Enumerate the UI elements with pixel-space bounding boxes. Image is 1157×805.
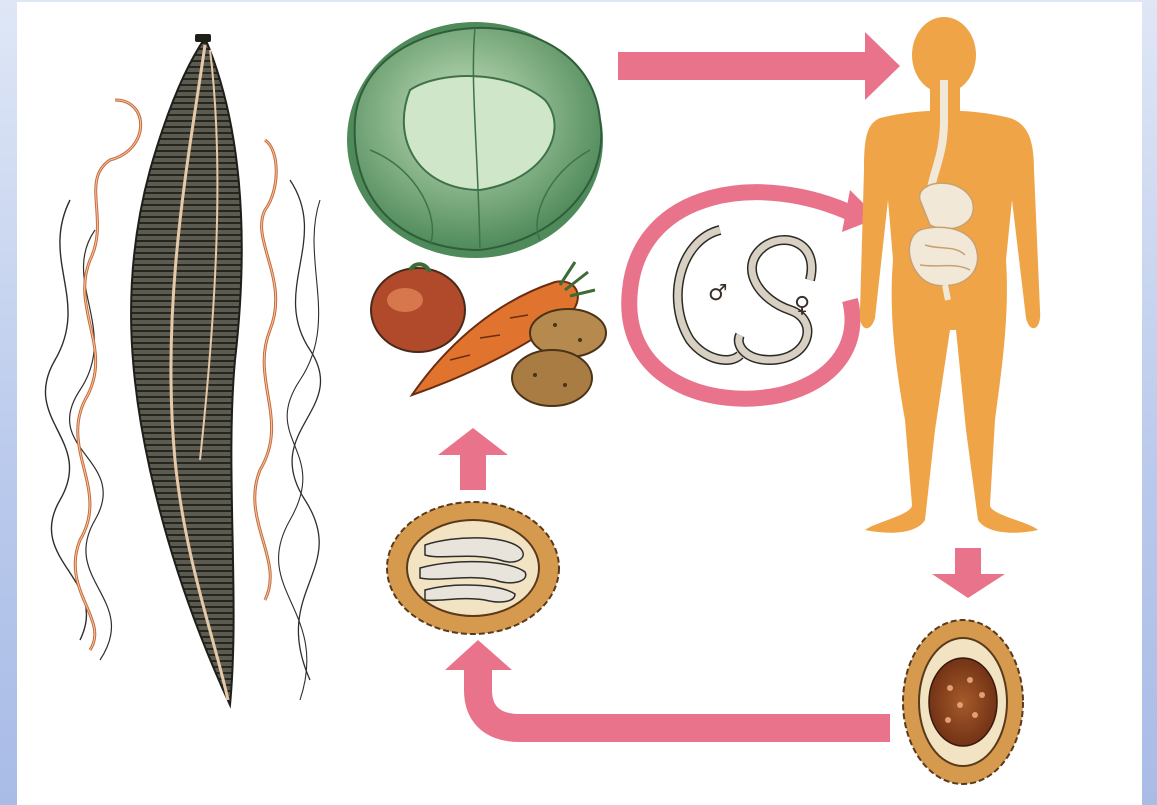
male-female-worms-icon: ♂ ♀ <box>678 230 812 360</box>
arrow-reinfection-loop <box>629 190 878 399</box>
tomato-icon <box>371 264 465 352</box>
human-body-icon <box>860 17 1040 533</box>
arrow-larva-to-food <box>438 428 508 490</box>
cabbage-icon <box>347 22 603 258</box>
arrow-food-to-human <box>618 32 900 100</box>
male-symbol: ♂ <box>708 281 728 306</box>
adult-roundworm-icon <box>45 34 320 705</box>
larva-egg-icon <box>387 502 559 634</box>
female-symbol: ♀ <box>794 293 810 318</box>
fertilized-egg-icon <box>903 620 1023 784</box>
arrow-human-to-egg <box>932 548 1005 598</box>
arrow-egg-to-larva <box>445 640 890 728</box>
